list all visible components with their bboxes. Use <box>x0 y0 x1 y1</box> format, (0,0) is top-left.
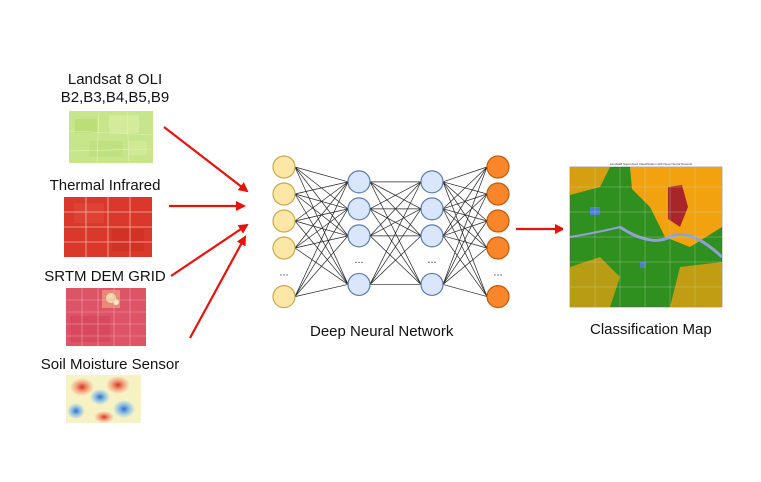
network-nodes: ............ <box>272 155 510 309</box>
network-edge <box>442 166 488 183</box>
arrow-srtm-to-network <box>170 223 249 277</box>
network-edge <box>442 235 488 249</box>
network-edge <box>442 247 488 285</box>
network-node-layer1-3 <box>272 209 296 233</box>
network-node-layer3-4 <box>420 272 444 297</box>
network-edge <box>294 235 349 297</box>
landsat-label: Landsat 8 OLI B2,B3,B4,B5,B9 <box>40 71 190 107</box>
network-edge <box>294 208 349 249</box>
network-edge <box>294 208 349 297</box>
network-edge <box>294 181 349 249</box>
network-edge <box>442 193 488 285</box>
network-node-layer1-2 <box>272 182 296 206</box>
network-node-layer4-4 <box>486 236 510 260</box>
landsat-thumbnail <box>69 111 153 163</box>
network-edge <box>294 181 349 297</box>
network-edge <box>294 166 349 285</box>
network-edge <box>442 220 488 237</box>
network-edge <box>369 181 422 285</box>
network-ellipsis: ... <box>354 254 363 266</box>
network-caption: Deep Neural Network <box>310 323 454 340</box>
network-edge <box>294 235 349 249</box>
network-edge <box>294 284 349 297</box>
soil-moisture-thumbnail <box>66 375 141 423</box>
network-edge <box>369 235 422 285</box>
network-edge <box>442 193 488 237</box>
arrow-soil-to-network <box>189 235 246 339</box>
network-edge <box>369 208 422 237</box>
network-node-layer2-1 <box>347 170 371 194</box>
network-node-layer3-1 <box>420 170 444 194</box>
network-edge <box>294 181 349 195</box>
network-edge <box>369 181 422 237</box>
network-edge <box>442 166 488 210</box>
network-node-layer3-3 <box>420 224 444 248</box>
network-node-layer3-2 <box>420 197 444 221</box>
network-ellipsis: ... <box>279 266 288 278</box>
network-edges <box>294 166 488 297</box>
landsat-label-line1: Landsat 8 OLI <box>67 71 163 88</box>
soil-moisture-label: Soil Moisture Sensor <box>40 356 180 373</box>
network-edge <box>442 166 488 237</box>
network-node-layer4-5 <box>486 285 510 309</box>
map-title: Landsat8 Supervised Classification with … <box>610 162 693 166</box>
network-edge <box>369 208 422 285</box>
network-edge <box>369 181 422 210</box>
thermal-thumbnail <box>64 197 152 257</box>
landsat-label-line2: B2,B3,B4,B5,B9 <box>60 89 170 106</box>
network-edge <box>442 284 488 297</box>
network-ellipsis: ... <box>427 254 436 266</box>
network-edge <box>294 166 349 183</box>
network-node-layer1-5 <box>272 285 296 309</box>
network-node-layer4-1 <box>486 155 510 179</box>
input-arrows <box>163 126 249 339</box>
thermal-label: Thermal Infrared <box>49 177 161 194</box>
arrow-landsat-to-network <box>163 126 249 193</box>
network-ellipsis: ... <box>493 266 502 278</box>
network-edge <box>442 166 488 285</box>
classification-map-caption: Classification Map <box>590 321 712 338</box>
network-node-layer4-3 <box>486 209 510 233</box>
network-node-layer2-3 <box>347 224 371 248</box>
network-node-layer1-4 <box>272 236 296 260</box>
network-node-layer2-2 <box>347 197 371 221</box>
network-node-layer1-1 <box>272 155 296 179</box>
classification-map: Landsat8 Supervised Classification with … <box>563 160 728 315</box>
network-node-layer2-4 <box>347 272 371 297</box>
network-edge <box>294 181 349 222</box>
network-edge <box>442 220 488 285</box>
network-node-layer4-2 <box>486 182 510 206</box>
srtm-dem-thumbnail <box>66 288 146 346</box>
srtm-label: SRTM DEM GRID <box>44 268 166 285</box>
